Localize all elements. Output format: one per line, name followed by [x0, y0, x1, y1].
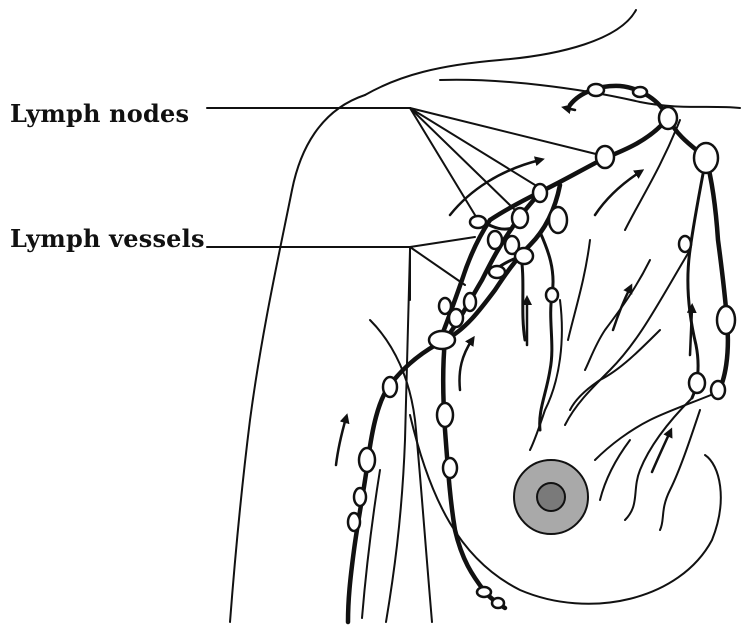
lymph-node: [596, 146, 614, 168]
vessel-upper-right-fine: [625, 120, 680, 230]
vessel-lower-fine: [600, 440, 630, 500]
arm-inner-line: [386, 250, 410, 622]
flow-arrows: [336, 108, 692, 472]
lymph-vessels: [348, 86, 728, 622]
lymph-node: [437, 403, 453, 427]
lymph-node: [489, 266, 505, 278]
vessel-center-fine-2: [530, 300, 562, 450]
vessel-right-outer: [706, 158, 728, 392]
lymph-node: [449, 309, 463, 327]
lymph-node: [659, 107, 677, 129]
nipple: [537, 483, 565, 511]
lymph-node: [488, 231, 502, 249]
lymph-node: [429, 331, 455, 349]
lymph-node: [439, 298, 451, 314]
lymph-node: [679, 236, 691, 252]
lymph-node: [689, 373, 705, 393]
flow-arrow: [652, 432, 670, 472]
flow-arrow: [460, 340, 473, 390]
flow-arrow: [336, 418, 346, 465]
leader-lines: [207, 108, 600, 300]
lymph-node: [359, 448, 375, 472]
flow-arrow: [595, 172, 640, 215]
vessel-lower-right-1: [595, 392, 718, 460]
lymph-node: [533, 184, 547, 202]
lymph-node: [588, 84, 604, 96]
vessel-center-branch: [540, 232, 553, 430]
shoulder-outline: [230, 95, 365, 622]
lymph-node: [546, 288, 558, 302]
nipple-areola: [514, 460, 588, 534]
lymph-node: [717, 306, 735, 334]
vessel-right-inner: [688, 158, 706, 398]
lymph-node: [633, 87, 647, 97]
lymph-node: [470, 216, 486, 228]
lymph-node: [515, 248, 533, 264]
lymph-node: [477, 587, 491, 597]
vessel-upper-cross: [490, 118, 668, 220]
lymph-node: [512, 208, 528, 228]
lymph-node: [549, 207, 567, 233]
lymph-node: [694, 143, 718, 173]
lymph-node: [348, 513, 360, 531]
vessel-center-fine-1: [568, 240, 590, 340]
flow-arrow: [613, 288, 630, 330]
lymph-node: [711, 381, 725, 399]
lymph-node: [383, 377, 397, 397]
lymph-node: [443, 458, 457, 478]
lymph-node: [492, 598, 504, 608]
body-outline: [230, 10, 740, 622]
flow-arrow: [566, 108, 575, 110]
lymph-node: [464, 293, 476, 311]
lymph-node: [354, 488, 366, 506]
